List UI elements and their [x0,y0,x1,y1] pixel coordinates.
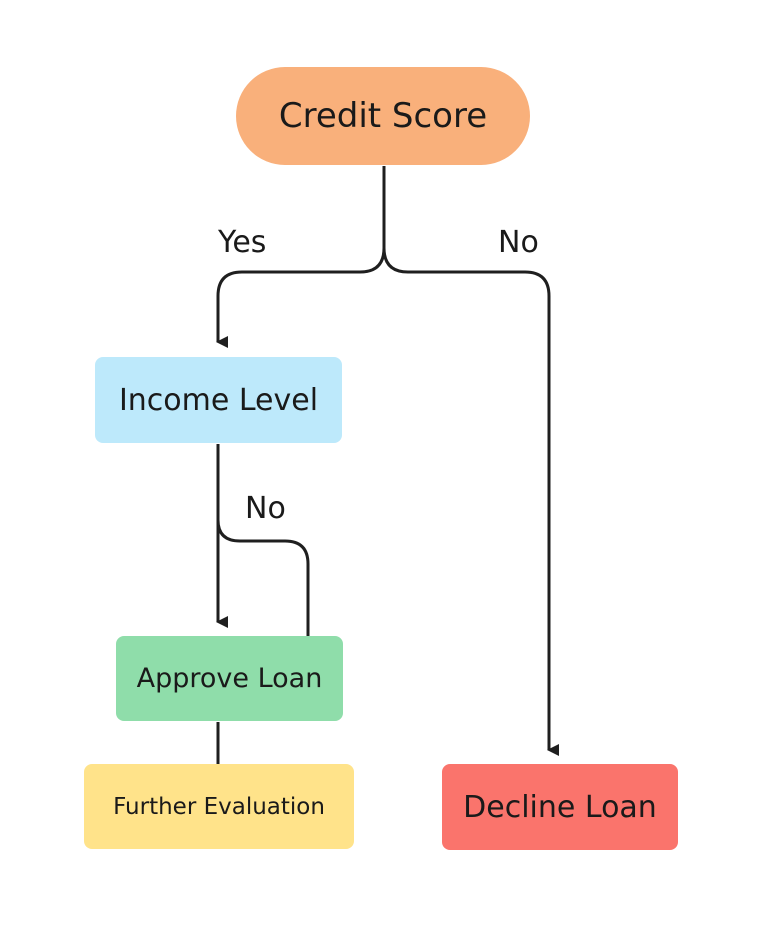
node-decline-loan[interactable]: Decline Loan [442,764,678,850]
edge-credit-to-income [216,166,386,348]
edge-label-no-mid: No [245,491,286,526]
edge-label-no-right: No [498,225,539,260]
edge-income-no-loop [216,519,310,636]
edge-credit-to-decline [382,247,559,756]
node-further-evaluation[interactable]: Further Evaluation [84,764,354,849]
edge-label-yes: Yes [218,225,267,260]
node-approve-loan[interactable]: Approve Loan [116,636,343,721]
node-credit-score[interactable]: Credit Score [236,67,530,165]
node-income-level[interactable]: Income Level [95,357,342,443]
